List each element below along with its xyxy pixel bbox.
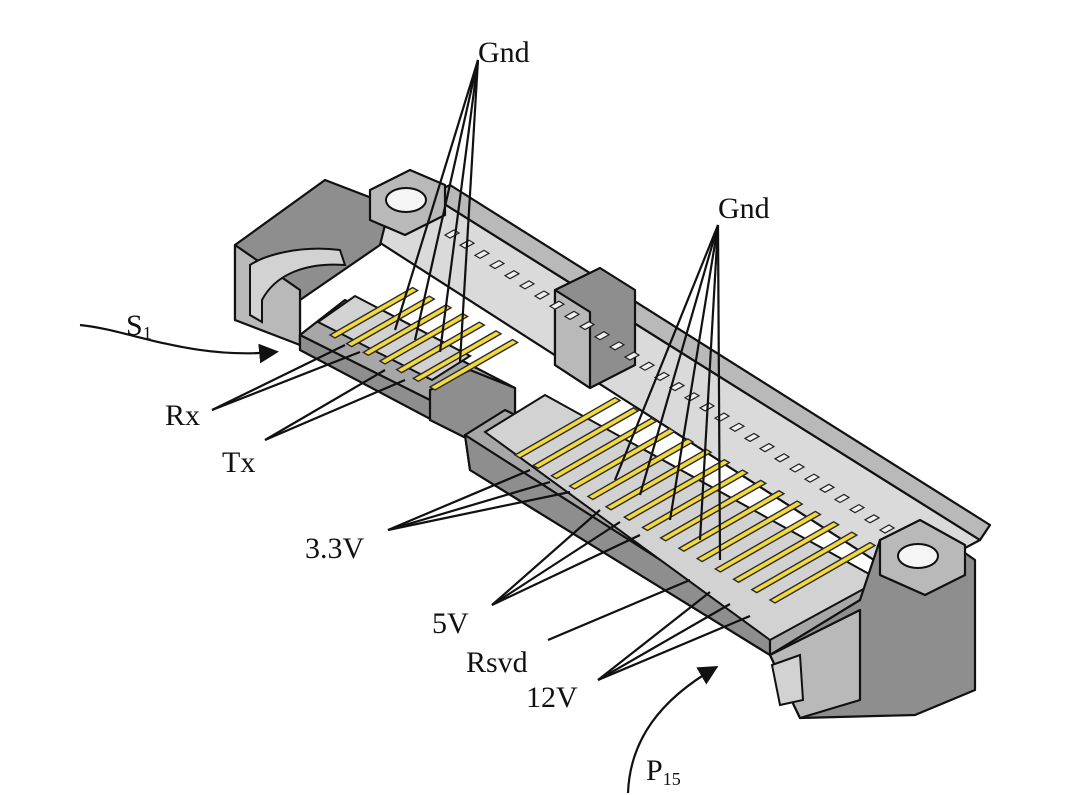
s1-label: S1	[126, 309, 152, 343]
power-pin	[750, 531, 859, 594]
v12-leader	[597, 603, 731, 681]
right-latch-hook	[770, 653, 805, 707]
left-mount-hole	[385, 187, 427, 213]
power-pin	[641, 469, 749, 532]
gnd-label-right: Gnd	[718, 192, 770, 225]
center-key-face	[553, 288, 592, 390]
comb-slot	[848, 503, 866, 514]
comb-slot	[548, 300, 566, 310]
right-mount-hole	[897, 543, 939, 569]
comb-slot	[563, 310, 581, 321]
gnd-top-leader	[458, 59, 480, 363]
power-pin	[713, 510, 822, 573]
power-pin	[732, 520, 841, 584]
gnd-right-leader	[668, 224, 720, 521]
data-pin	[378, 312, 470, 365]
comb-slot	[863, 514, 881, 524]
comb-slot	[578, 320, 596, 331]
comb-slot	[803, 473, 821, 483]
gnd-right-leader	[638, 224, 720, 496]
gnd-top-leader	[413, 59, 480, 341]
s1-arrow	[79, 323, 279, 364]
gnd-right-leader	[716, 224, 722, 561]
comb-slot	[503, 269, 521, 280]
v5-leader	[491, 534, 641, 606]
v5-leader	[491, 509, 601, 606]
rear-comb-slots	[443, 229, 896, 534]
gnd-top-leader	[393, 59, 480, 331]
comb-slot	[593, 331, 611, 341]
power-pin	[550, 417, 658, 480]
v12-label: 12V	[526, 681, 578, 714]
comb-slot	[638, 361, 656, 371]
tx-leader	[264, 369, 386, 441]
left-latch-hook	[249, 247, 347, 324]
v33-leader	[387, 480, 551, 532]
tx-leader	[264, 378, 406, 442]
v5-label: 5V	[432, 607, 469, 640]
gnd-label-top: Gnd	[478, 36, 530, 69]
power-pin	[513, 396, 622, 459]
leader-lines	[211, 59, 751, 682]
comb-slot	[623, 351, 641, 361]
comb-slot	[773, 453, 791, 463]
data-pin	[428, 338, 520, 391]
data-pin	[411, 330, 503, 383]
v5-leader	[491, 521, 621, 606]
v12-leader	[597, 591, 711, 681]
comb-slot	[878, 524, 896, 534]
gnd-right-leader	[698, 224, 720, 541]
comb-slot	[758, 442, 776, 453]
rx-leader	[211, 344, 346, 411]
rsvd-label: Rsvd	[466, 646, 528, 679]
comb-slot	[533, 290, 551, 300]
comb-slot	[653, 371, 671, 382]
v33-label: 3.3V	[305, 532, 365, 565]
data-pin	[328, 286, 420, 339]
v33-leader	[387, 490, 571, 532]
comb-slot	[788, 463, 806, 473]
p15-label: P15	[646, 754, 681, 789]
rx-label: Rx	[165, 399, 200, 432]
v33-leader	[387, 468, 531, 532]
comb-slot	[488, 259, 506, 270]
power-pin	[695, 500, 804, 563]
power-pin	[586, 438, 695, 501]
comb-slot	[473, 249, 491, 260]
power-pin	[531, 407, 640, 470]
power-pin	[659, 479, 768, 542]
comb-slot	[743, 432, 761, 443]
comb-slot	[608, 341, 626, 351]
tx-label: Tx	[222, 446, 255, 479]
comb-slot	[728, 422, 746, 432]
comb-slot	[518, 280, 536, 290]
rx-leader	[211, 350, 361, 412]
v12-leader	[597, 614, 751, 682]
comb-slot	[668, 381, 686, 392]
power-pin	[604, 448, 713, 511]
p15-arrow	[626, 666, 719, 794]
gnd-right-leader	[613, 224, 720, 481]
data-pin	[345, 295, 436, 348]
gnd-top-leader	[438, 59, 480, 353]
power-pin	[568, 427, 677, 490]
contact-pins	[328, 286, 877, 604]
power-pin	[677, 489, 786, 553]
comb-slot	[833, 493, 851, 504]
power-pin	[768, 541, 877, 604]
rsvd-leader	[547, 578, 691, 642]
comb-slot	[818, 483, 836, 494]
